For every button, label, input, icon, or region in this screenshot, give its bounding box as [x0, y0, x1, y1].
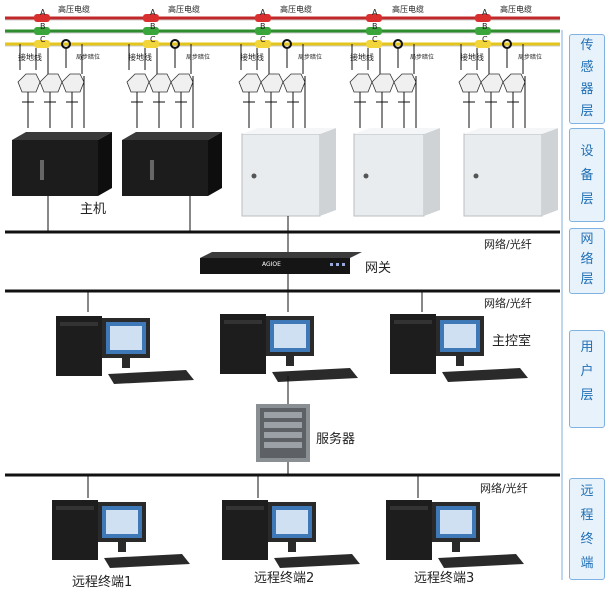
remote-terminal-label-2: 远程终端2 [254, 571, 315, 586]
local-label: 局步暗位 [186, 54, 211, 61]
layer-network: 网 络 层 [569, 228, 605, 294]
layer-device: 设 备 层 [569, 128, 605, 222]
cabinet-1 [241, 128, 336, 217]
ground-wire-label: 接地线 [18, 53, 42, 62]
layer-device-char: 备 [580, 168, 594, 183]
layer-sensor-char: 器 [580, 82, 594, 97]
layer-user-char: 层 [580, 388, 594, 403]
remote-terminal-label-3: 远程终端3 [414, 571, 475, 586]
local-label: 局步暗位 [518, 54, 543, 61]
computer [56, 316, 194, 384]
phase-a-label: A [150, 8, 156, 17]
layer-network-char: 网 [580, 232, 594, 247]
layer-remote-char: 终 [580, 532, 594, 547]
layer-device-char: 层 [580, 192, 594, 207]
hv-cable-label: 高压电缆 [168, 5, 200, 14]
network-fiber-label: 网络/光纤 [484, 238, 532, 251]
remote-terminal-label-1: 远程终端1 [72, 575, 133, 590]
server-device [256, 404, 310, 462]
gateway-device [200, 252, 362, 274]
phase-a-label: A [482, 8, 488, 17]
phase-b-label: B [40, 22, 46, 31]
phase-c-label: C [372, 35, 378, 44]
local-label: 局步暗位 [410, 54, 435, 61]
cabinet-2 [353, 128, 440, 217]
sensor-group [17, 14, 85, 128]
ground-wire-label: 接地线 [460, 53, 484, 62]
server-label: 服务器 [316, 432, 356, 447]
host-label: 主机 [80, 202, 107, 217]
network-fiber-label: 网络/光纤 [484, 297, 532, 310]
host-unit-2 [122, 132, 222, 196]
layer-user: 用 户 层 [569, 330, 605, 428]
phase-c-label: C [40, 35, 46, 44]
ground-wire-label: 接地线 [240, 53, 264, 62]
hv-cable-label: 高压电缆 [500, 5, 532, 14]
gateway-brand: AGIOE [262, 261, 281, 268]
phase-c-label: C [482, 35, 488, 44]
layer-sensor: 传 感 器 层 [569, 34, 605, 124]
phase-b-label: B [372, 22, 378, 31]
host-unit-1 [12, 132, 112, 196]
layer-network-char: 络 [580, 252, 594, 267]
layer-sensor-char: 传 [580, 38, 594, 53]
phase-b-label: B [260, 22, 266, 31]
phase-b-label: B [482, 22, 488, 31]
layer-remote-char: 程 [580, 508, 594, 523]
layer-sensor-char: 感 [580, 60, 594, 75]
hv-cable-label: 高压电缆 [58, 5, 90, 14]
phase-b-label: B [150, 22, 156, 31]
local-label: 局步暗位 [298, 54, 323, 61]
layer-user-char: 用 [580, 340, 594, 355]
layer-sensor-char: 层 [580, 104, 594, 119]
phase-c-label: C [150, 35, 156, 44]
ground-wire-label: 接地线 [350, 53, 374, 62]
layer-remote-char: 端 [580, 556, 594, 571]
hv-cable-label: 高压电缆 [392, 5, 424, 14]
local-label: 局步暗位 [76, 54, 101, 61]
layer-device-char: 设 [580, 144, 594, 159]
layer-user-char: 户 [580, 364, 594, 379]
cabinet-3 [463, 128, 558, 217]
ground-wire-label: 接地线 [128, 53, 152, 62]
layer-network-char: 层 [580, 272, 594, 287]
phase-c-label: C [260, 35, 266, 44]
phase-a-label: A [372, 8, 378, 17]
layer-remote-char: 远 [580, 484, 594, 499]
phase-a-label: A [260, 8, 266, 17]
phase-a-label: A [40, 8, 46, 17]
gateway-label: 网关 [365, 261, 392, 276]
hv-cable-label: 高压电缆 [280, 5, 312, 14]
network-fiber-label: 网络/光纤 [480, 482, 528, 495]
control-room-label: 主控室 [492, 334, 532, 349]
layer-remote: 远 程 终 端 [569, 478, 605, 580]
